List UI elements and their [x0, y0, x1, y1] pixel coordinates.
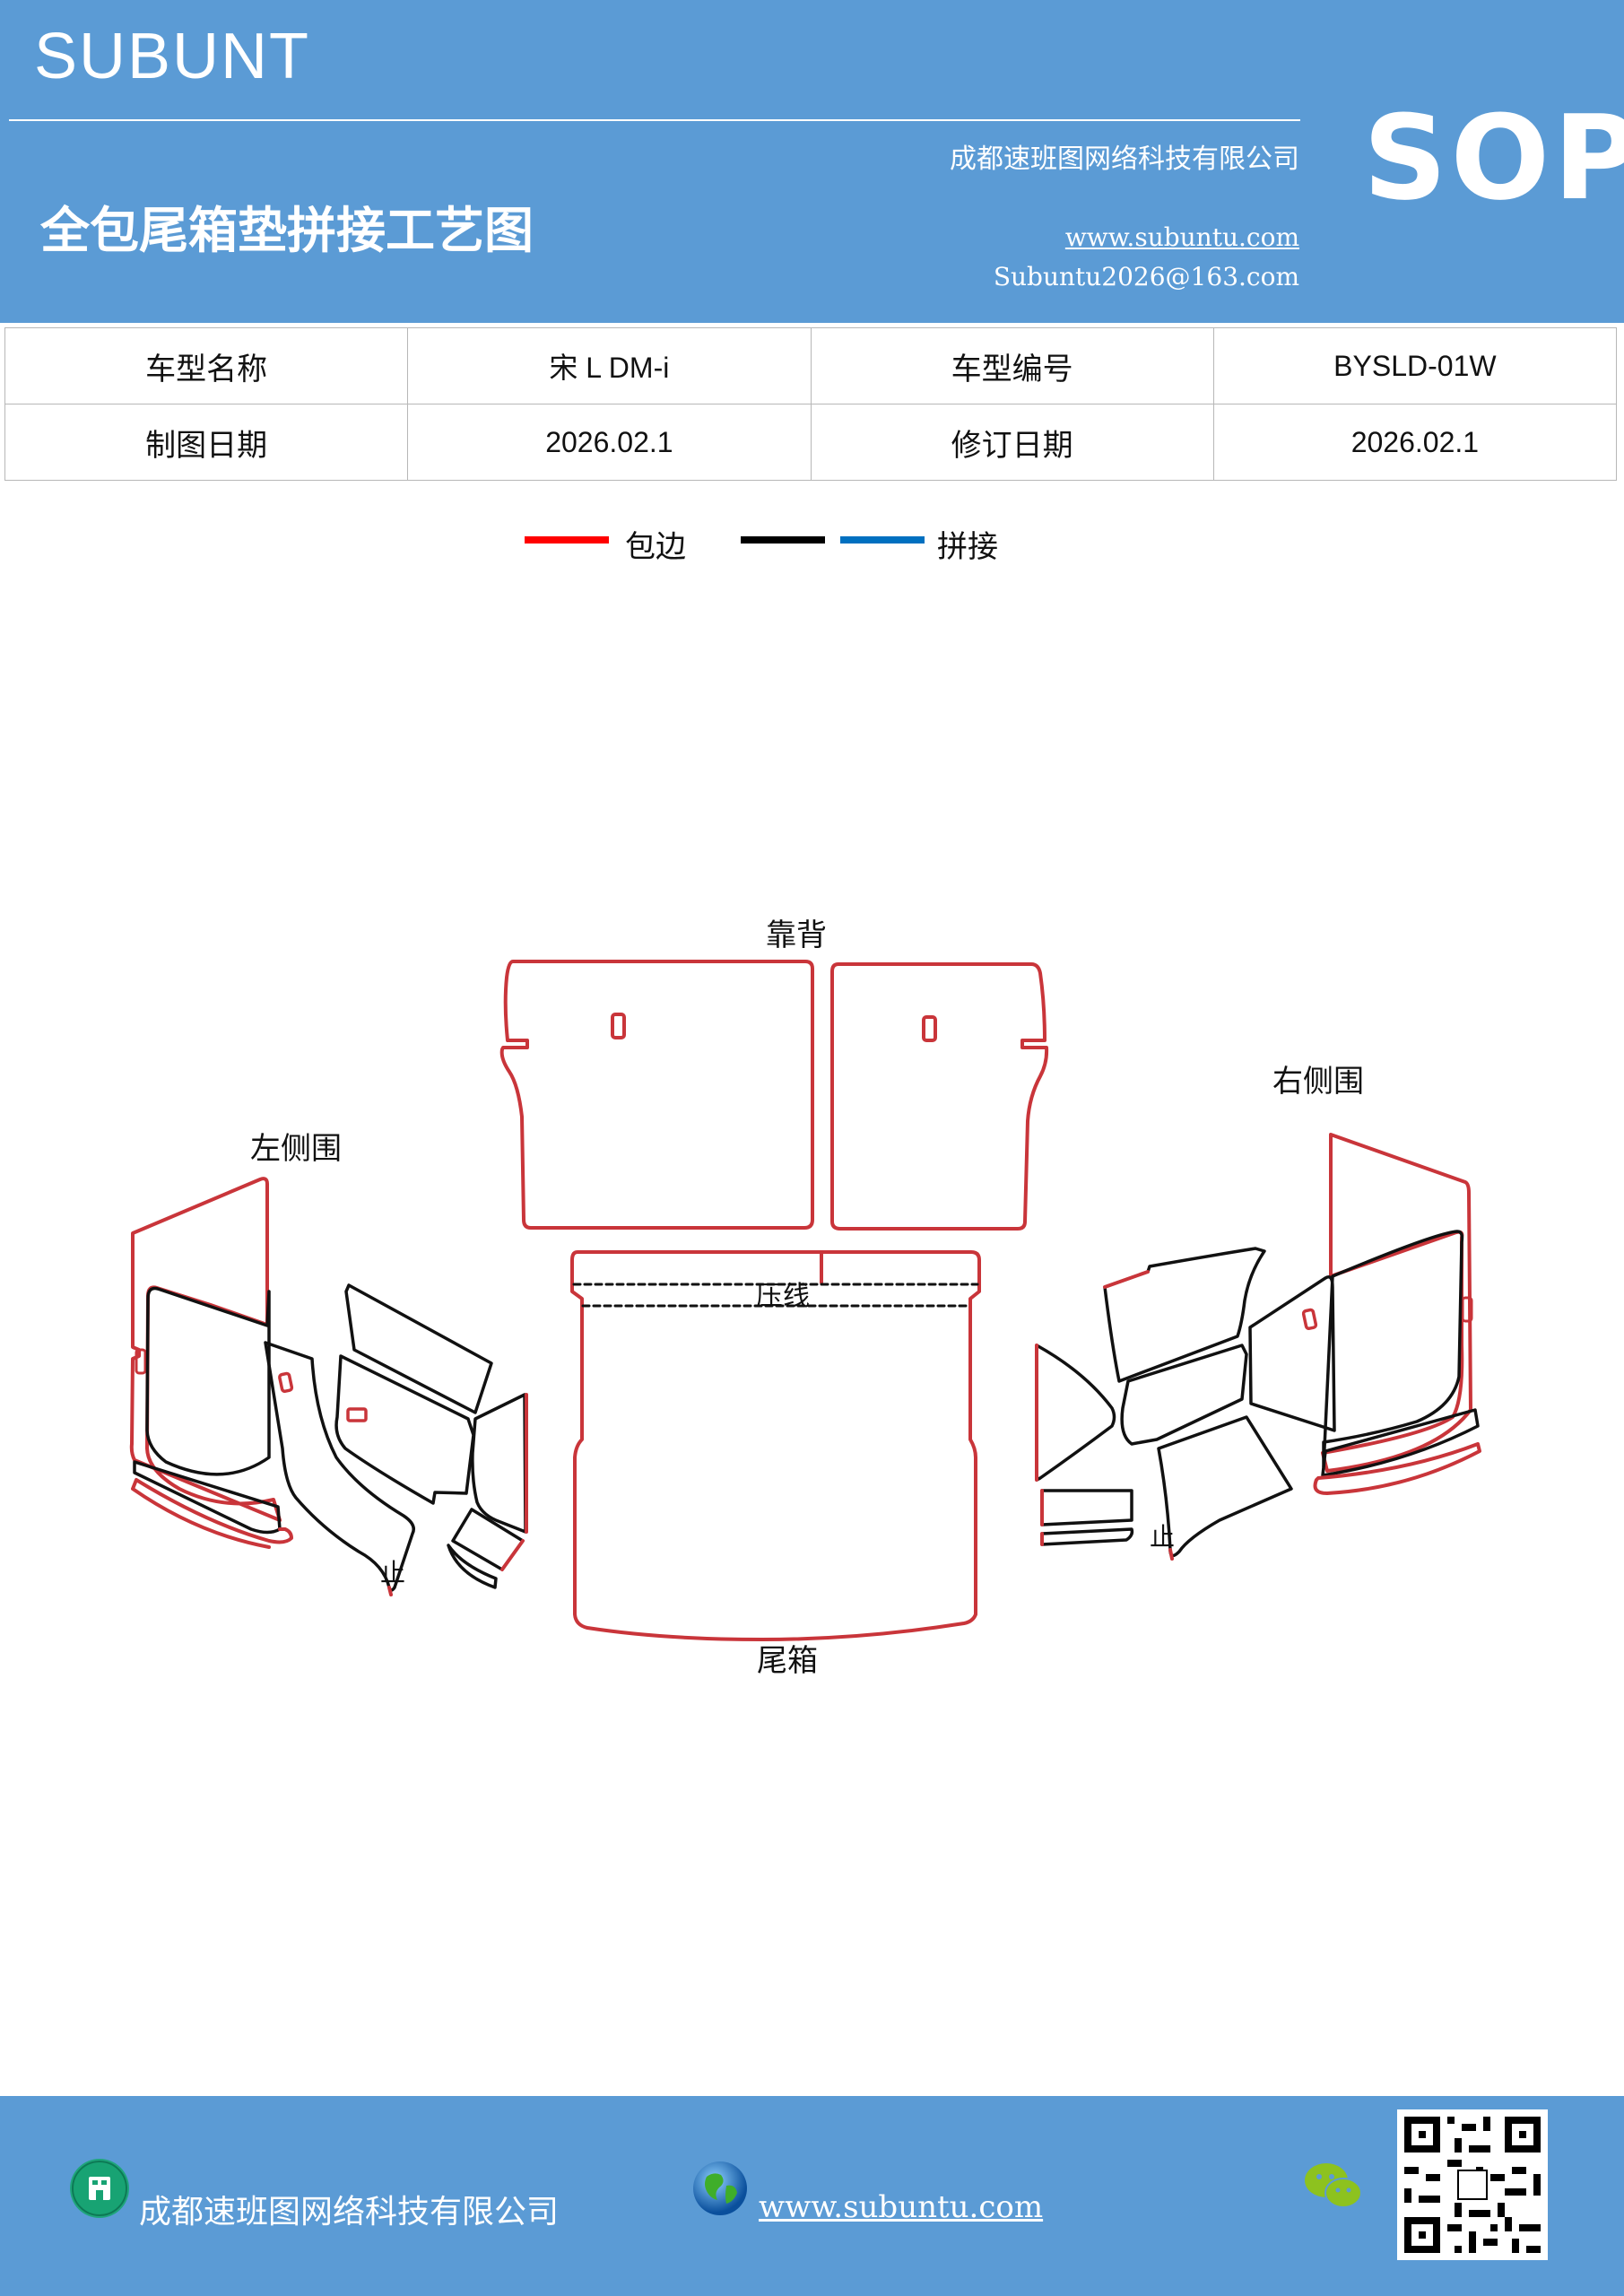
right-pillar-slot — [1301, 1308, 1318, 1331]
legend-edging-line — [525, 536, 609, 544]
legend: 包边 拼接 — [0, 520, 1624, 574]
footer-banner: 成都速班图网络科技有限公司 www.subuntu.com — [0, 2096, 1624, 2296]
left-pillar-slot — [278, 1371, 294, 1394]
left-pillar-panel — [264, 1341, 415, 1592]
model-code-label: 车型编号 — [810, 327, 1214, 404]
left-pillar-red-tip — [387, 1586, 393, 1596]
right-side-clip — [1461, 1296, 1473, 1323]
model-name-value: 宋 L DM-i — [407, 327, 812, 404]
footer-website-link[interactable]: www.subuntu.com — [759, 2189, 1044, 2225]
right-wheel-arch — [1120, 1344, 1248, 1446]
legend-splice-line — [840, 536, 925, 544]
qr-code — [1397, 2109, 1548, 2260]
header-banner: SUBUNT 成都速班图网络科技有限公司 全包尾箱垫拼接工艺图 www.subu… — [0, 0, 1624, 323]
left-side-strip-red — [131, 1478, 293, 1549]
right-rear-panel — [1157, 1415, 1293, 1558]
right-lower-red — [1040, 1489, 1174, 1561]
left-rear-panel — [471, 1393, 527, 1534]
left-side-label: 左侧围 — [250, 1131, 342, 1167]
table-row: 车型名称 宋 L DM-i 车型编号 BYSLD-01W — [4, 327, 1618, 404]
drawing-date-label: 制图日期 — [4, 404, 409, 481]
legend-black-line — [741, 536, 825, 544]
left-corner-trim-lower — [447, 1544, 498, 1589]
website-link[interactable]: www.subuntu.com — [1064, 222, 1299, 252]
footer-company-name: 成都速班图网络科技有限公司 — [139, 2194, 560, 2231]
left-stop-mark: 止 — [380, 1558, 405, 1587]
left-wheel-arch — [334, 1354, 475, 1505]
backrest-label: 靠背 — [766, 918, 827, 953]
crease-label: 压线 — [756, 1281, 810, 1312]
left-upper-trim — [344, 1283, 493, 1414]
left-wheel-slot — [346, 1407, 368, 1422]
drawing-date-value: 2026.02.1 — [407, 404, 812, 481]
backrest-left-slot — [611, 1013, 626, 1039]
sop-badge: SOP — [1363, 90, 1624, 226]
model-name-label: 车型名称 — [4, 327, 409, 404]
left-side-inner-panel — [145, 1286, 271, 1476]
right-side-strip-black — [1321, 1408, 1480, 1477]
left-side-clip — [135, 1348, 147, 1375]
right-upper-trim — [1103, 1247, 1266, 1383]
legend-edging-label: 包边 — [625, 529, 686, 565]
revision-date-value: 2026.02.1 — [1212, 404, 1618, 481]
right-side-label: 右侧围 — [1272, 1064, 1364, 1100]
right-stop-mark: 止 — [1150, 1522, 1175, 1552]
right-side-inner-panel — [1322, 1230, 1464, 1468]
backrest-left-panel — [499, 960, 814, 1230]
right-upper-red-edge — [1103, 1270, 1150, 1289]
backrest-right-panel — [830, 962, 1049, 1231]
right-corner-panel — [1035, 1344, 1116, 1482]
revision-date-label: 修订日期 — [810, 404, 1214, 481]
document-title: 全包尾箱垫拼接工艺图 — [40, 202, 534, 259]
right-side-outer-panel — [1321, 1133, 1472, 1473]
globe-icon — [690, 2159, 750, 2218]
trunk-floor-panel — [570, 1250, 981, 1641]
email-address: Subuntu2026@163.com — [993, 262, 1299, 291]
legend-splice-label: 拼接 — [937, 529, 998, 565]
company-name: 成都速班图网络科技有限公司 — [950, 144, 1299, 175]
wechat-icon — [1302, 2159, 1362, 2218]
building-icon — [70, 2159, 129, 2218]
left-corner-red — [500, 1539, 525, 1571]
table-row: 制图日期 2026.02.1 修订日期 2026.02.1 — [4, 404, 1618, 481]
trunk-label: 尾箱 — [757, 1643, 818, 1679]
right-pillar-panel — [1248, 1275, 1336, 1432]
info-table: 车型名称 宋 L DM-i 车型编号 BYSLD-01W 制图日期 2026.0… — [4, 327, 1618, 481]
header-divider — [9, 119, 1300, 121]
backrest-right-slot — [922, 1015, 937, 1042]
right-lower-strip-2 — [1040, 1527, 1134, 1546]
right-lower-strip — [1040, 1489, 1133, 1526]
left-side-outer-panel — [129, 1177, 282, 1522]
brand-name: SUBUNT — [34, 21, 311, 92]
model-code-value: BYSLD-01W — [1212, 327, 1618, 404]
right-side-strip-red — [1313, 1442, 1481, 1495]
